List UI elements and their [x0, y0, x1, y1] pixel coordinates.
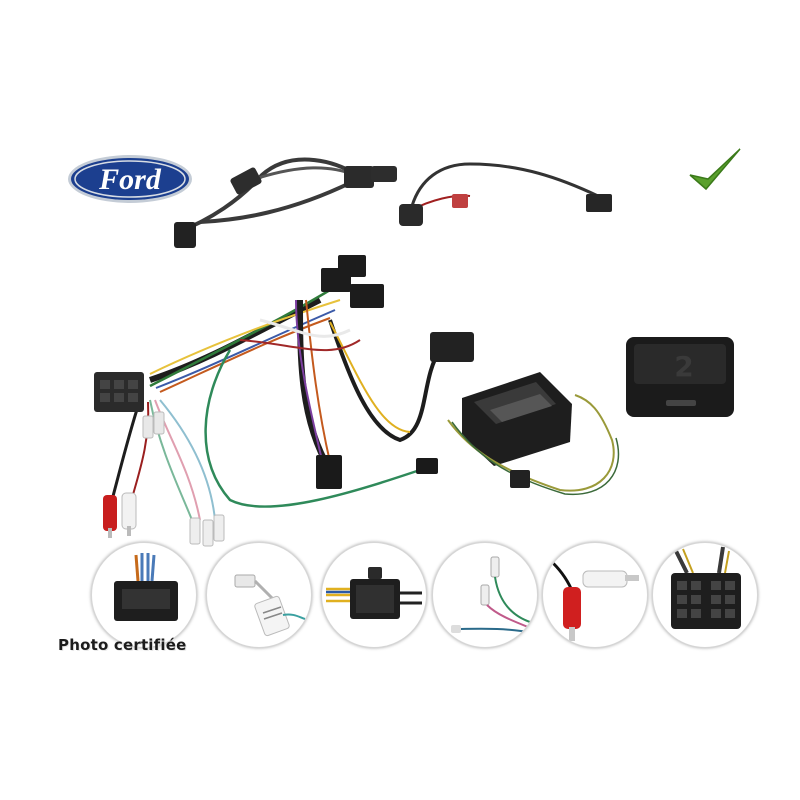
- ford-logo: Ford: [66, 153, 194, 205]
- certified-photo-caption: Photo certifiée: [58, 636, 187, 654]
- main-harness: [110, 288, 442, 521]
- ford-logo-text: Ford: [98, 163, 162, 196]
- antenna-adapter-cable: [174, 157, 397, 248]
- detail-circle-wires: [432, 542, 538, 648]
- wire-icon: [451, 556, 534, 634]
- detail-circle-iso-plug: [91, 542, 197, 648]
- interface-module: [447, 372, 620, 496]
- terminal-icon: [234, 574, 306, 637]
- rca-icon: [551, 561, 639, 641]
- connector-icon: [326, 567, 422, 619]
- socket-icon: [671, 546, 741, 629]
- harness-connectors: [94, 255, 474, 547]
- svg-text:2: 2: [674, 350, 693, 383]
- detail-circle-terminal: [206, 542, 312, 648]
- detail-circle-multipin: [321, 542, 427, 648]
- detail-circle-iso-socket: [652, 542, 758, 648]
- plug-icon: [114, 553, 178, 621]
- green-check-icon: [686, 145, 744, 197]
- detail-circle-rca: [542, 542, 648, 648]
- control-box: 2: [626, 337, 734, 417]
- steering-cable: [399, 162, 612, 226]
